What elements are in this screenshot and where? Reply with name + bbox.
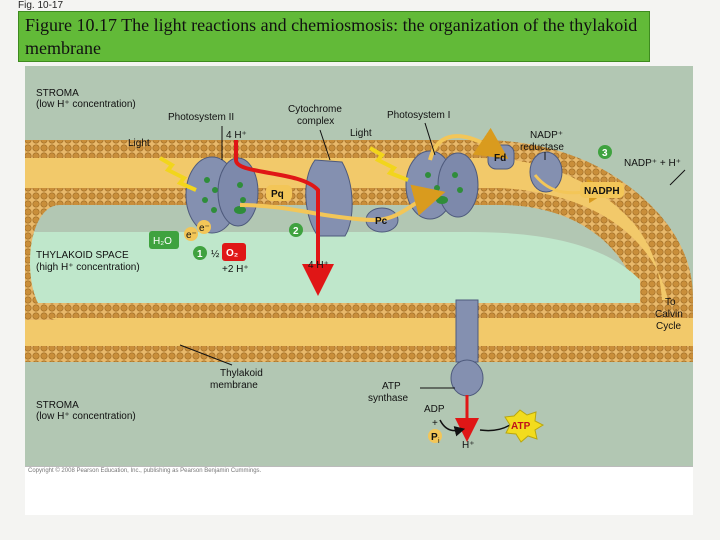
label-e2: e⁻ bbox=[199, 223, 210, 234]
pi-badge bbox=[428, 429, 442, 443]
photosystem-ii bbox=[185, 156, 259, 234]
copyright-line: Copyright © 2008 Pearson Education, Inc.… bbox=[28, 468, 262, 474]
label-4h-top: 4 H⁺ bbox=[226, 130, 247, 141]
label-calvin: Calvin bbox=[655, 309, 683, 320]
label-thylakoid-membrane: Thylakoid bbox=[220, 368, 263, 379]
label-atp-synthase-2: synthase bbox=[368, 393, 408, 404]
label-nadp-plus-h: NADP⁺ + H⁺ bbox=[624, 158, 681, 169]
atp-burst bbox=[504, 409, 545, 443]
label-thylakoid-space: THYLAKOID SPACE bbox=[36, 250, 129, 261]
step-3-label: 3 bbox=[602, 148, 608, 159]
label-nadp-reductase: NADP⁺ bbox=[530, 130, 563, 141]
o2-badge bbox=[222, 243, 246, 261]
nadph-badge bbox=[580, 182, 624, 198]
leader-photosystem-i bbox=[424, 122, 436, 156]
label-fd: Fd bbox=[494, 153, 506, 164]
figure-number-label: Fig. 10-17 bbox=[18, 0, 64, 11]
label-2h: +2 H⁺ bbox=[222, 264, 249, 275]
e-carrier-1 bbox=[184, 227, 198, 241]
cytochrome-complex bbox=[305, 159, 353, 237]
membrane-left-curve bbox=[25, 205, 60, 320]
label-photosystem-i: Photosystem I bbox=[387, 110, 450, 121]
label-plus: + bbox=[432, 418, 438, 429]
leader-calvin bbox=[669, 169, 686, 186]
label-pc: Pc bbox=[375, 216, 388, 227]
light-bolt-right bbox=[368, 146, 409, 182]
step-marker-3 bbox=[598, 145, 612, 159]
label-atp: ATP bbox=[511, 421, 531, 432]
light-bolt-left bbox=[158, 156, 197, 192]
label-o2: O₂ bbox=[226, 248, 238, 259]
label-cytochrome: Cytochrome bbox=[288, 104, 342, 115]
leader-cytochrome bbox=[319, 129, 331, 161]
label-half: ½ bbox=[211, 249, 220, 260]
label-nadph: NADPH bbox=[584, 186, 620, 197]
label-cycle: Cycle bbox=[656, 321, 681, 332]
h2o-badge bbox=[149, 231, 179, 249]
atp-synthase bbox=[450, 299, 484, 397]
label-pi: P bbox=[431, 432, 438, 443]
lumen-rounded-end bbox=[30, 232, 80, 303]
label-stroma-top: STROMA bbox=[36, 88, 79, 99]
label-light-left: Light bbox=[128, 138, 150, 149]
label-h2o: H₂O bbox=[153, 236, 172, 247]
e-carrier-2 bbox=[197, 220, 211, 234]
step-1-label: 1 bbox=[197, 249, 203, 260]
pq-badge bbox=[266, 185, 292, 201]
label-thylakoid-membrane-2: membrane bbox=[210, 380, 258, 391]
label-atp-synthase: ATP bbox=[382, 381, 401, 392]
lower-membrane-core bbox=[25, 318, 693, 346]
electron-path-to-fd bbox=[428, 127, 509, 161]
electron-transport-path bbox=[239, 184, 446, 223]
footer-panel bbox=[25, 466, 693, 515]
label-cytochrome-complex: complex bbox=[297, 116, 334, 127]
label-pi-sub: i bbox=[438, 438, 440, 445]
label-light-right: Light bbox=[350, 128, 372, 139]
label-4h-lumen: 4 H⁺ bbox=[308, 260, 329, 271]
step-marker-1 bbox=[193, 246, 207, 260]
slide-title: Figure 10.17 The light reactions and che… bbox=[18, 11, 650, 62]
label-adp: ADP bbox=[424, 404, 445, 415]
leader-thylakoid-membrane bbox=[179, 344, 233, 366]
stroma-lower bbox=[25, 362, 693, 466]
label-stroma-bottom-conc: (low H⁺ concentration) bbox=[36, 411, 136, 422]
photosystem-i bbox=[405, 150, 479, 220]
label-to: To bbox=[665, 297, 676, 308]
nadp-reductase bbox=[529, 151, 563, 193]
label-pq: Pq bbox=[271, 189, 284, 200]
adp-arrow bbox=[439, 419, 466, 437]
step-2-label: 2 bbox=[293, 226, 299, 237]
label-photosystem-ii: Photosystem II bbox=[168, 112, 234, 123]
label-stroma-bottom: STROMA bbox=[36, 400, 79, 411]
label-h-bottom: H⁺ bbox=[462, 440, 475, 451]
label-stroma-top-conc: (low H⁺ concentration) bbox=[36, 99, 136, 110]
step-marker-2 bbox=[289, 223, 303, 237]
atp-arrow bbox=[479, 424, 511, 432]
label-e1: e⁻ bbox=[186, 230, 197, 241]
label-nadp-reductase-2: reductase bbox=[520, 142, 564, 153]
proton-arrow-cytochrome bbox=[234, 140, 334, 296]
label-thylakoid-space-conc: (high H⁺ concentration) bbox=[36, 262, 140, 273]
